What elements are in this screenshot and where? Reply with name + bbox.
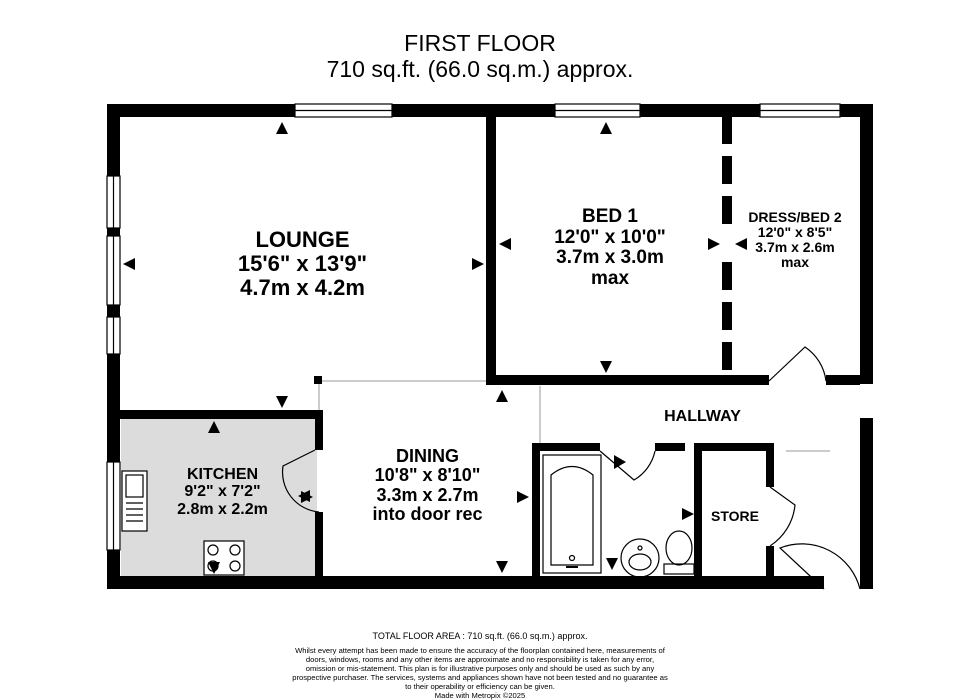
room-dress-bed2: DRESS/BED 2 12'0" x 8'5" 3.7m x 2.6m max xyxy=(730,209,860,271)
dress-bed2-note: max xyxy=(780,254,810,271)
kitchen-fixtures xyxy=(121,470,245,576)
bed1-note: max xyxy=(590,267,630,289)
hob xyxy=(203,540,245,576)
room-hallway: HALLWAY xyxy=(640,408,765,425)
dividing-wall-dashed xyxy=(722,117,732,370)
bath-tub xyxy=(542,454,602,574)
open-boundaries xyxy=(318,380,830,452)
doors xyxy=(281,346,861,590)
toilet-cistern xyxy=(663,563,695,575)
windows xyxy=(106,103,841,551)
floor-area: 710 sq.ft. (66.0 sq.m.) approx. xyxy=(326,56,634,82)
room-store: STORE xyxy=(700,508,770,524)
kitchen-imperial: 9'2" x 7'2" xyxy=(184,483,261,501)
dress-bed2-imperial: 12'0" x 8'5" xyxy=(757,224,833,241)
bathroom-fixtures xyxy=(542,454,695,578)
metropix-credit: Made with Metropix ©2025 xyxy=(434,691,526,700)
lounge-imperial: 15'6" x 13'9" xyxy=(237,250,368,276)
kitchen-metric: 2.8m x 2.2m xyxy=(177,500,268,518)
toilet-bowl xyxy=(665,530,693,566)
kitchen-name: KITCHEN xyxy=(186,466,259,483)
room-bed1: BED 1 12'0" x 10'0" 3.7m x 3.0m max xyxy=(525,206,695,289)
hallway-name: HALLWAY xyxy=(664,408,741,425)
dining-metric: 3.3m x 2.7m xyxy=(376,484,479,505)
dining-imperial: 10'8" x 8'10" xyxy=(374,465,481,486)
door-kitchen xyxy=(281,449,320,513)
room-dining: DINING 10'8" x 8'10" 3.3m x 2.7m into do… xyxy=(340,446,515,525)
store-name: STORE xyxy=(711,508,759,524)
footer: TOTAL FLOOR AREA : 710 sq.ft. (66.0 sq.m… xyxy=(290,632,670,700)
lounge-metric: 4.7m x 4.2m xyxy=(240,274,365,300)
door-bathroom xyxy=(599,450,656,481)
dress-bed2-metric: 3.7m x 2.6m xyxy=(755,239,835,256)
floor-title: FIRST FLOOR xyxy=(404,30,556,56)
dimension-arrows xyxy=(123,122,747,574)
internal-walls xyxy=(120,117,860,576)
lounge-name: LOUNGE xyxy=(255,227,350,252)
room-lounge: LOUNGE 15'6" x 13'9" 4.7m x 4.2m xyxy=(200,228,405,299)
dress-bed2-name: DRESS/BED 2 xyxy=(748,209,842,225)
door-store xyxy=(769,486,796,547)
dining-name: DINING xyxy=(396,446,459,466)
door-bed2 xyxy=(768,346,827,382)
room-kitchen: KITCHEN 9'2" x 7'2" 2.8m x 2.2m xyxy=(155,466,290,518)
dining-note: into door rec xyxy=(372,504,483,525)
bed1-metric: 3.7m x 3.0m xyxy=(556,247,664,269)
disclaimer: Whilst every attempt has been made to en… xyxy=(292,646,668,691)
outer-walls xyxy=(107,104,873,589)
door-entrance xyxy=(778,543,861,590)
bed1-name: BED 1 xyxy=(582,206,638,227)
wash-basin xyxy=(620,538,660,578)
total-floor-area: TOTAL FLOOR AREA : 710 sq.ft. (66.0 sq.m… xyxy=(372,631,588,641)
bed1-imperial: 12'0" x 10'0" xyxy=(554,226,666,248)
